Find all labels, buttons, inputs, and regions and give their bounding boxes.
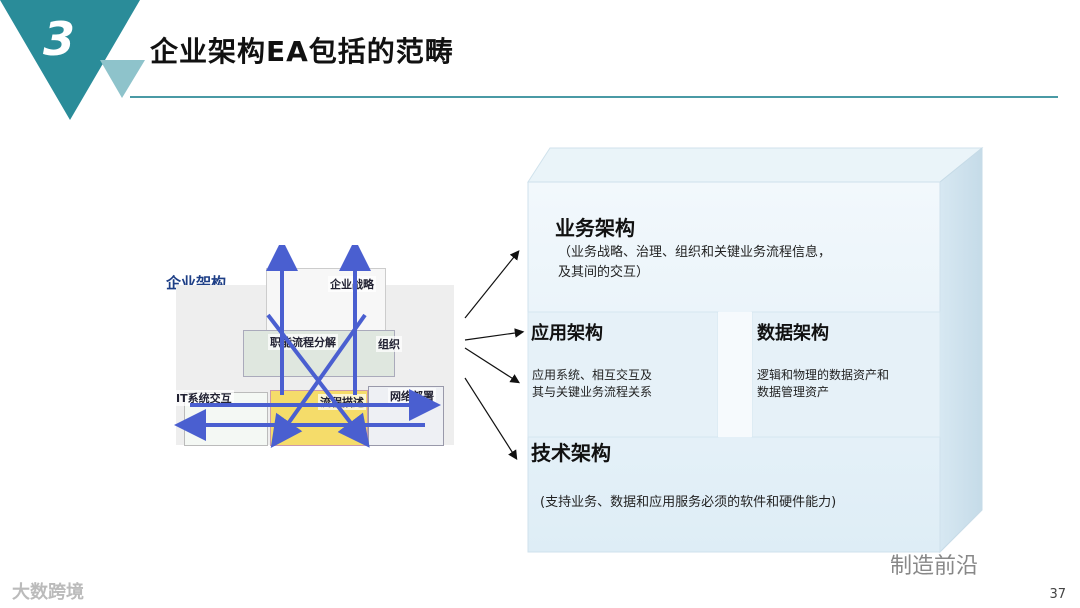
watermark-left: 大数跨境 [12,578,84,604]
data-architecture-desc-1: 逻辑和物理的数据资产和 [757,366,889,384]
application-architecture-title: 应用架构 [531,319,603,345]
page-number: 37 [1049,587,1066,602]
technology-architecture-title: 技术架构 [531,437,611,466]
data-architecture-title: 数据架构 [757,319,829,345]
business-architecture-desc-2: 及其间的交互） [558,263,649,283]
data-architecture-desc-2: 数据管理资产 [757,383,829,401]
technology-architecture-desc: (支持业务、数据和应用服务必须的软件和硬件能力) [540,493,836,513]
watermark-right: 制造前沿 [890,548,978,580]
title-divider [130,96,1058,98]
slide-number: 3 [43,12,75,66]
application-architecture-desc-2: 其与关键业务流程关系 [532,383,652,401]
application-architecture-desc-1: 应用系统、相互交互及 [532,366,652,384]
business-architecture-desc-1: （业务战略、治理、组织和关键业务流程信息， [558,243,831,263]
page-title: 企业架构EA包括的范畴 [150,30,454,70]
business-architecture-title: 业务架构 [555,212,635,241]
thumbnail-arrows [170,245,470,455]
